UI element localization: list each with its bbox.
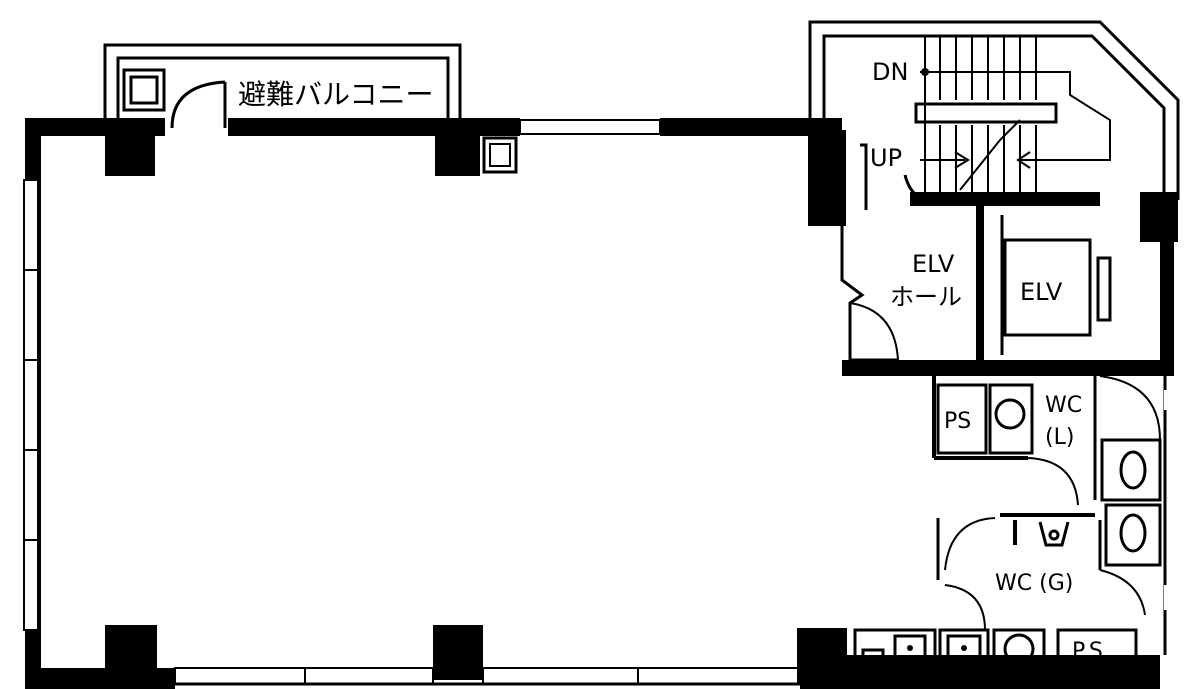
elevator-car — [1003, 238, 1092, 337]
ps-label: PS — [944, 409, 971, 434]
bottom-windows — [174, 667, 799, 685]
wc-gents-label: WC (G) — [995, 571, 1073, 596]
column — [105, 625, 157, 680]
elevator-hall — [840, 205, 1112, 370]
window — [519, 119, 661, 135]
evacuation-balcony — [103, 43, 462, 132]
column — [808, 130, 846, 226]
column — [435, 130, 480, 176]
left-windows — [23, 179, 39, 631]
column — [105, 130, 155, 176]
stair-up-label: UP — [870, 144, 902, 172]
elv-hall-label-line2: ホール — [890, 283, 962, 311]
restrooms — [853, 375, 1167, 670]
elevator-label: ELV — [1020, 278, 1063, 306]
elv-hall-label-line1: ELV — [912, 250, 955, 278]
balcony-label: 避難バルコニー — [238, 78, 433, 111]
column — [433, 625, 483, 680]
ps-bottom-label: P.S — [1072, 639, 1103, 664]
wc-ladies-label-line2: (L) — [1045, 425, 1074, 450]
stair-down-label: DN — [872, 58, 908, 86]
elevator-panel — [1096, 256, 1112, 322]
column — [797, 628, 847, 683]
stair-enclosure — [808, 20, 1180, 210]
wc-ladies-label-line1: WC — [1045, 393, 1082, 418]
